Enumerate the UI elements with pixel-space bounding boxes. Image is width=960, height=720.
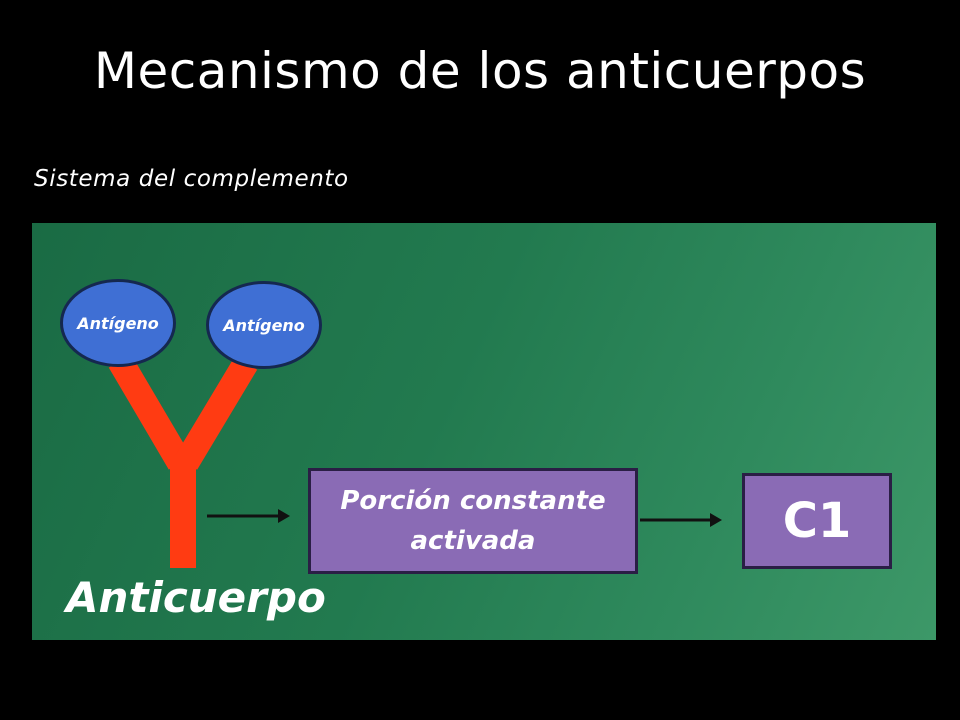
activated-box-line1: Porción constante	[340, 486, 606, 516]
diagram-graphics	[108, 354, 722, 568]
arrow-to-activated	[207, 509, 290, 523]
activated-constant-portion-box: Porción constante activada	[308, 468, 638, 574]
antibody-label: Anticuerpo	[66, 573, 326, 622]
diagram-board: Antígeno Antígeno Porción constante acti…	[32, 223, 936, 640]
antigen-left: Antígeno	[60, 279, 176, 367]
antigen-left-label: Antígeno	[77, 313, 159, 333]
slide-title: Mecanismo de los anticuerpos	[93, 42, 867, 100]
arrow-to-c1	[640, 513, 722, 527]
activated-box-line2: activada	[410, 526, 536, 556]
antibody-right-arm	[174, 356, 258, 470]
slide-subtitle: Sistema del complemento	[34, 166, 349, 192]
antibody-left-arm	[108, 354, 192, 470]
antigen-right: Antígeno	[206, 281, 322, 369]
antibody-shape	[108, 354, 258, 568]
c1-box: C1	[742, 473, 892, 569]
antigen-right-label: Antígeno	[223, 315, 305, 335]
c1-label: C1	[782, 493, 852, 549]
